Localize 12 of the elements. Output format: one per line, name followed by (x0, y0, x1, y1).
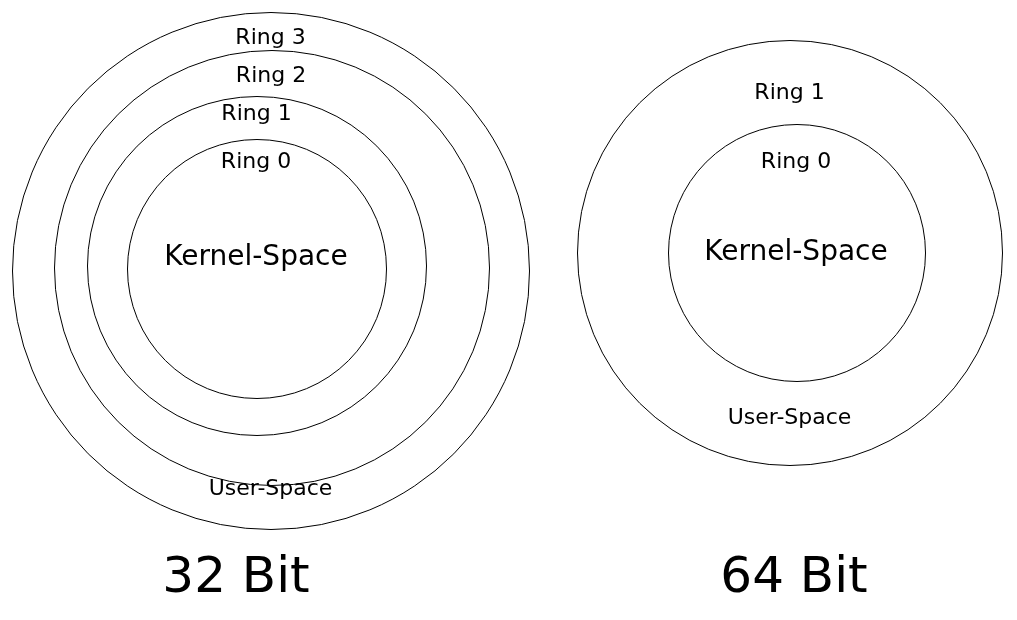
ring-label: Ring 0 (220, 150, 292, 172)
space-label: User-Space (727, 405, 852, 428)
ring-label: Ring 1 (221, 101, 292, 124)
space-label: Kernel-Space (164, 242, 348, 270)
ring-label: Ring 3 (235, 25, 306, 48)
caption-label: 32 Bit (162, 550, 310, 600)
space-label: User-Space (208, 476, 333, 499)
space-label: Kernel-Space (704, 237, 888, 265)
caption-label: 64 Bit (720, 550, 868, 600)
ring-label: Ring 0 (760, 150, 832, 172)
ring-label: Ring 2 (235, 64, 307, 86)
ring-label: Ring 1 (754, 80, 825, 103)
